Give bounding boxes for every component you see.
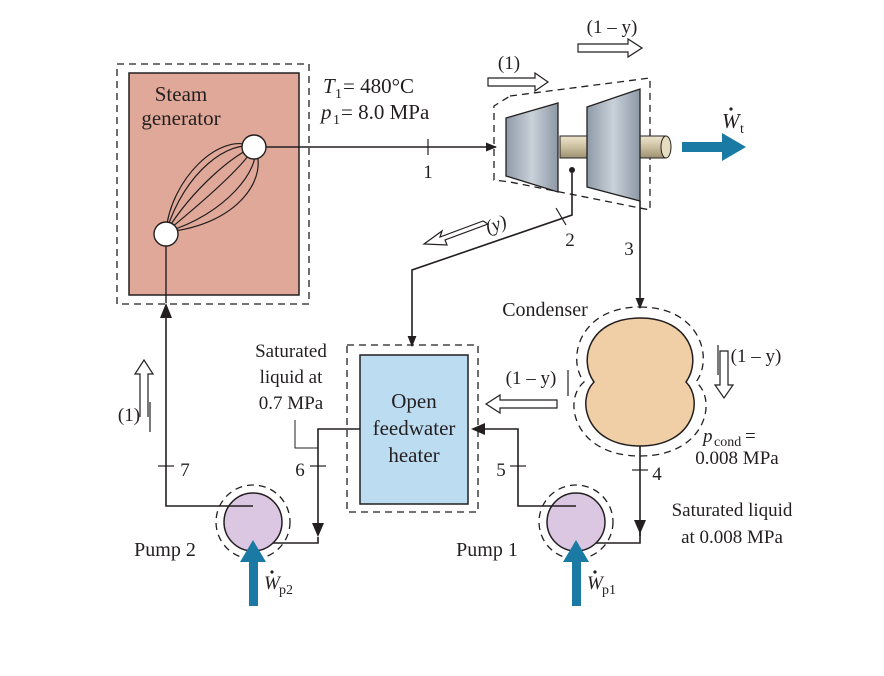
flow-remainder-heater: (1 – y) — [506, 368, 557, 389]
pump-2-work-dot — [270, 570, 274, 574]
state-2-tick — [555, 207, 567, 226]
flow-arrow-extraction — [422, 220, 490, 246]
flow-arrow-total — [487, 71, 550, 93]
boiler-outlet-header — [241, 134, 267, 160]
pump-1-work-arrow — [563, 540, 589, 606]
turbine-work-subscript: t — [740, 122, 744, 137]
saturated-liquid-heater-3: 0.7 MPa — [259, 393, 324, 414]
flow-remainder-turbine: (1 – y) — [587, 17, 638, 38]
pump-1-work-symbol: W — [587, 573, 605, 594]
state-1-label: 1 — [423, 162, 433, 183]
pump-2-work-arrow — [240, 540, 266, 606]
flow-total-turbine: (1) — [498, 53, 520, 74]
flow-arrow-remainder — [577, 37, 644, 59]
turbine-stage-2 — [586, 88, 641, 202]
condenser-label: Condenser — [502, 299, 588, 321]
steam-generator-body — [128, 72, 300, 296]
p1-value: = 8.0 MPa — [341, 100, 430, 124]
heater-body — [359, 354, 469, 505]
pipe-state-4 — [582, 446, 641, 544]
p1-subscript: 1 — [333, 113, 340, 128]
pipe-state-6 — [317, 428, 360, 531]
steam-generator: Steam generator — [116, 63, 310, 305]
pump-1-work-dot — [593, 570, 597, 574]
pipe-state-4-arrowhead — [634, 520, 646, 534]
pipe-state-6-arrowhead — [312, 523, 324, 537]
pump-2-boundary — [215, 484, 291, 560]
feedwater-heater — [346, 344, 479, 513]
turbine-work-arrow — [682, 133, 746, 161]
turbine — [493, 77, 672, 211]
condenser-flow-arrow — [713, 350, 735, 400]
pump-2-label: Pump 2 — [134, 539, 196, 561]
turbine-boundary — [493, 77, 651, 211]
heater-label-2: feedwater — [373, 416, 456, 440]
steam-generator-label-1: Steam — [155, 82, 208, 106]
pipe-state-2 — [407, 173, 573, 348]
saturated-liquid-condenser-2: at 0.008 MPa — [681, 527, 783, 548]
pump-1-work-subscript: p1 — [602, 583, 616, 598]
state-7-label: 7 — [180, 460, 190, 481]
pipe-state-7-arrowhead — [160, 303, 172, 318]
extraction-point — [569, 167, 575, 173]
state-3-label: 3 — [624, 239, 634, 260]
t1-value: = 480°C — [343, 74, 414, 98]
heater-label-1: Open — [391, 389, 437, 413]
pipe-state-6-to-pump — [256, 537, 319, 544]
boiler-inlet-header — [153, 221, 179, 247]
steam-generator-boundary — [116, 63, 310, 305]
flow-remainder-condenser: (1 – y) — [731, 346, 782, 367]
pump-1-boundary — [538, 484, 614, 560]
return-flow-arrow — [133, 358, 155, 417]
heater-boundary — [346, 344, 479, 513]
saturated-liquid-condenser-1: Saturated liquid — [672, 500, 793, 521]
p1-symbol: p — [319, 100, 332, 124]
turbine-stage-1 — [505, 102, 559, 193]
state-4-label: 4 — [652, 464, 662, 485]
p-cond-symbol: p — [701, 426, 713, 447]
saturated-liquid-heater-2: liquid at — [260, 367, 324, 388]
t1-subscript: 1 — [335, 87, 342, 102]
heater-label-3: heater — [388, 443, 439, 467]
shaft-end — [660, 135, 672, 159]
state-2-label: 2 — [565, 230, 575, 251]
state-6-label: 6 — [295, 460, 305, 481]
state-5-label: 5 — [496, 460, 506, 481]
pump-2-work-symbol: W — [264, 573, 282, 594]
condenser — [573, 306, 707, 457]
pipe-state-7 — [165, 310, 253, 507]
pipe-state-5-arrowhead — [471, 423, 485, 435]
p-cond-subscript: cond — [714, 435, 741, 450]
pipe-state-5 — [484, 428, 576, 507]
condenser-body — [585, 317, 695, 447]
saturated-liquid-leader — [294, 420, 318, 449]
saturated-liquid-heater-1: Saturated — [255, 341, 327, 362]
turbine-work-symbol: W — [722, 109, 742, 133]
p-cond-value: 0.008 MPa — [695, 448, 779, 469]
condenser-boundary — [573, 306, 707, 457]
heater-flow-arrow — [484, 393, 558, 415]
p-cond-equals: = — [745, 426, 756, 447]
pump-2-work-subscript: p2 — [279, 583, 293, 598]
turbine-work-dot — [729, 107, 733, 111]
flow-total-return: (1) — [118, 405, 140, 426]
pump-1-label: Pump 1 — [456, 539, 518, 561]
steam-generator-label-2: generator — [141, 106, 220, 130]
t1-symbol: T — [323, 74, 336, 98]
